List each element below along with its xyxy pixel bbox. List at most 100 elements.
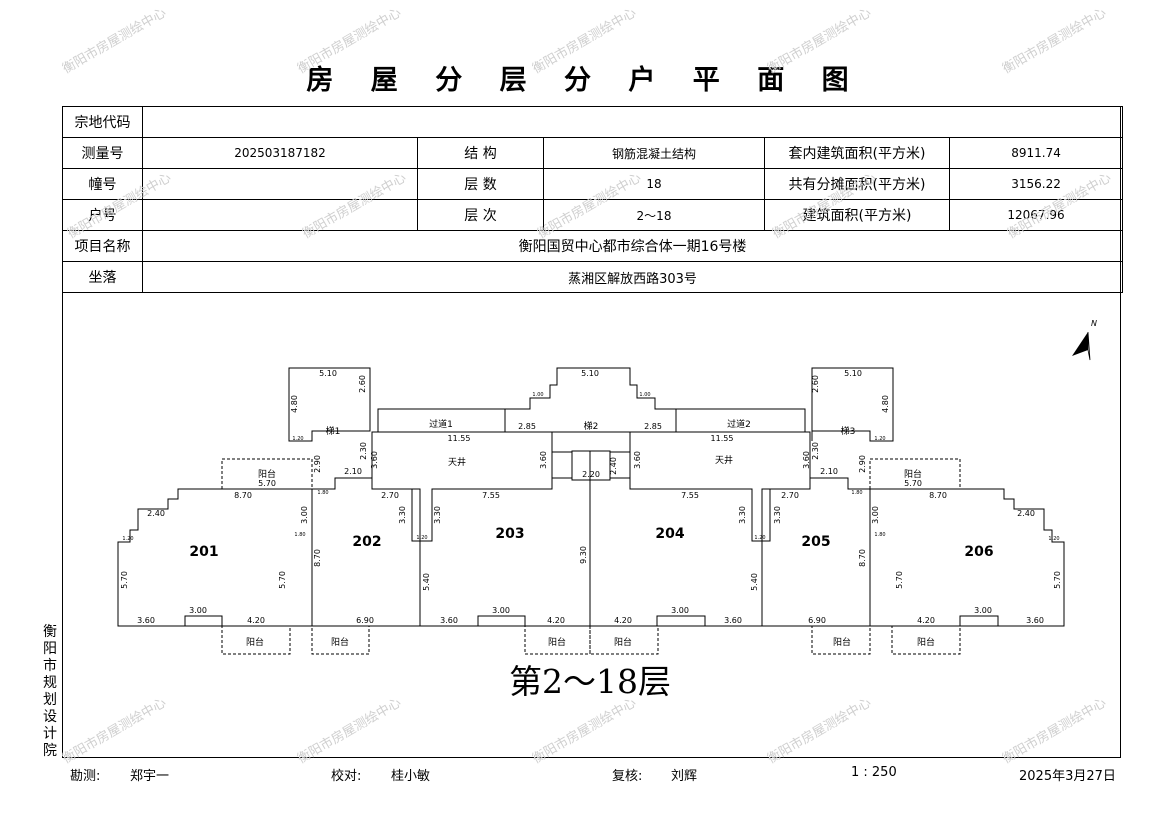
dim-label: 4.80 xyxy=(881,395,890,413)
page-title: 房 屋 分 层 分 户 平 面 图 xyxy=(306,65,863,96)
dim-small: 1.20 xyxy=(416,535,427,541)
dim-label: 3.30 xyxy=(773,506,782,524)
plan-courtyard-left xyxy=(371,431,553,542)
dim-label: 2.85 xyxy=(644,422,662,431)
dim-label: 7.55 xyxy=(482,491,500,500)
room-label-courtyard-left: 天井 xyxy=(448,456,466,468)
project-label: 项目名称 xyxy=(62,230,143,262)
dim-label: 6.90 xyxy=(356,616,374,625)
room-label-corridor1: 过道1 xyxy=(429,418,453,430)
balcony-bottom-6 xyxy=(891,625,961,655)
dim-label: 9.30 xyxy=(579,546,588,564)
north-label: N xyxy=(1091,319,1097,328)
plan-stair-core xyxy=(552,451,630,481)
room-label-balcony: 阳台 xyxy=(548,636,566,648)
dim-label: 4.20 xyxy=(614,616,632,625)
dim-label: 2.90 xyxy=(313,455,322,473)
dim-label: 5.10 xyxy=(581,369,599,378)
dim-label: 3.60 xyxy=(802,451,811,469)
dim-label: 2.30 xyxy=(811,442,820,460)
dim-label: 5.70 xyxy=(904,479,922,488)
dim-label: 7.55 xyxy=(681,491,699,500)
dim-label: 5.70 xyxy=(1053,571,1062,589)
dim-label: 5.70 xyxy=(258,479,276,488)
room-label-balcony: 阳台 xyxy=(258,468,276,480)
dim-label: 8.70 xyxy=(858,549,867,567)
drawing-frame xyxy=(62,106,1121,758)
unit-label-201: 201 xyxy=(189,544,218,560)
north-arrow-icon: N xyxy=(1072,319,1097,361)
dim-label: 2.40 xyxy=(1017,509,1035,518)
room-label-courtyard-right: 天井 xyxy=(715,454,733,466)
floors-value: 18 xyxy=(543,168,765,200)
dim-label: 2.30 xyxy=(359,442,368,460)
location-value: 蒸湘区解放西路303号 xyxy=(141,261,1124,293)
dim-small: 1.80 xyxy=(874,532,885,538)
building-no-label: 幢号 xyxy=(62,168,143,200)
dim-label: 2.60 xyxy=(811,375,820,393)
dim-label: 4.20 xyxy=(917,616,935,625)
dim-label: 2.40 xyxy=(147,509,165,518)
unit-label-203: 203 xyxy=(495,526,524,542)
dim-small: 1.00 xyxy=(532,392,543,398)
plan-unit-205 xyxy=(761,477,871,627)
dim-label: 3.00 xyxy=(492,606,510,615)
dim-label: 3.60 xyxy=(724,616,742,625)
dim-small: 1.80 xyxy=(317,490,328,496)
dim-label: 3.60 xyxy=(137,616,155,625)
dim-label: 3.60 xyxy=(1026,616,1044,625)
dim-label: 5.40 xyxy=(750,573,759,591)
footer-check-label: 校对: xyxy=(331,769,362,784)
room-label-balcony: 阳台 xyxy=(246,636,264,648)
dim-label: 5.40 xyxy=(422,573,431,591)
balcony-bottom-2 xyxy=(311,625,370,655)
balcony-bottom-4 xyxy=(589,625,659,655)
dim-label: 5.10 xyxy=(844,369,862,378)
balcony-top-left xyxy=(221,458,313,490)
dim-label: 4.20 xyxy=(547,616,565,625)
footer-reviewer: 刘辉 xyxy=(671,769,698,784)
dim-label: 11.55 xyxy=(711,434,734,443)
dim-label: 2.40 xyxy=(609,457,618,475)
total-area-label: 建筑面积(平方米) xyxy=(764,199,950,231)
dim-label: 11.55 xyxy=(448,434,471,443)
balcony-top-right xyxy=(869,458,961,490)
dim-small: 1.20 xyxy=(874,436,885,442)
dim-small: 1.20 xyxy=(754,535,765,541)
room-label-balcony: 阳台 xyxy=(833,636,851,648)
unit-label-204: 204 xyxy=(655,526,684,542)
dim-label: 4.80 xyxy=(290,395,299,413)
plan-unit-202 xyxy=(311,477,421,627)
dim-label: 3.00 xyxy=(300,506,309,524)
dim-label: 5.10 xyxy=(319,369,337,378)
room-label-balcony: 阳台 xyxy=(331,636,349,648)
balcony-bottom-5 xyxy=(811,625,871,655)
total-area-value: 12067.96 xyxy=(948,199,1124,231)
dim-label: 3.30 xyxy=(738,506,747,524)
dim-label: 4.20 xyxy=(247,616,265,625)
room-label-stair1: 梯1 xyxy=(326,425,341,437)
plan-stair2 xyxy=(504,367,677,433)
floor-range-value: 2～18 xyxy=(543,199,765,231)
dim-label: 2.20 xyxy=(582,470,600,479)
dim-label: 3.00 xyxy=(974,606,992,615)
dim-label: 2.85 xyxy=(518,422,536,431)
dim-label: 2.10 xyxy=(344,467,362,476)
parcel-code-label: 宗地代码 xyxy=(62,106,143,138)
side-org-text: 衡阳市规划设计院 xyxy=(43,624,57,759)
dim-label: 3.60 xyxy=(370,451,379,469)
room-label-corridor2: 过道2 xyxy=(727,418,751,430)
plan-bottom-mid xyxy=(420,615,762,627)
dim-small: 1.80 xyxy=(294,532,305,538)
floor-caption: 第2～18层 xyxy=(509,662,671,701)
inner-area-value: 8911.74 xyxy=(948,137,1124,169)
dim-label: 3.30 xyxy=(433,506,442,524)
room-label-balcony: 阳台 xyxy=(904,468,922,480)
footer-surveyor: 郑宇一 xyxy=(130,769,170,784)
dim-label: 2.70 xyxy=(781,491,799,500)
room-label-stair3: 梯3 xyxy=(841,425,856,437)
dim-label: 6.90 xyxy=(808,616,826,625)
unit-label-206: 206 xyxy=(964,544,993,560)
dim-label: 5.70 xyxy=(278,571,287,589)
dim-small: 1.20 xyxy=(122,536,133,542)
